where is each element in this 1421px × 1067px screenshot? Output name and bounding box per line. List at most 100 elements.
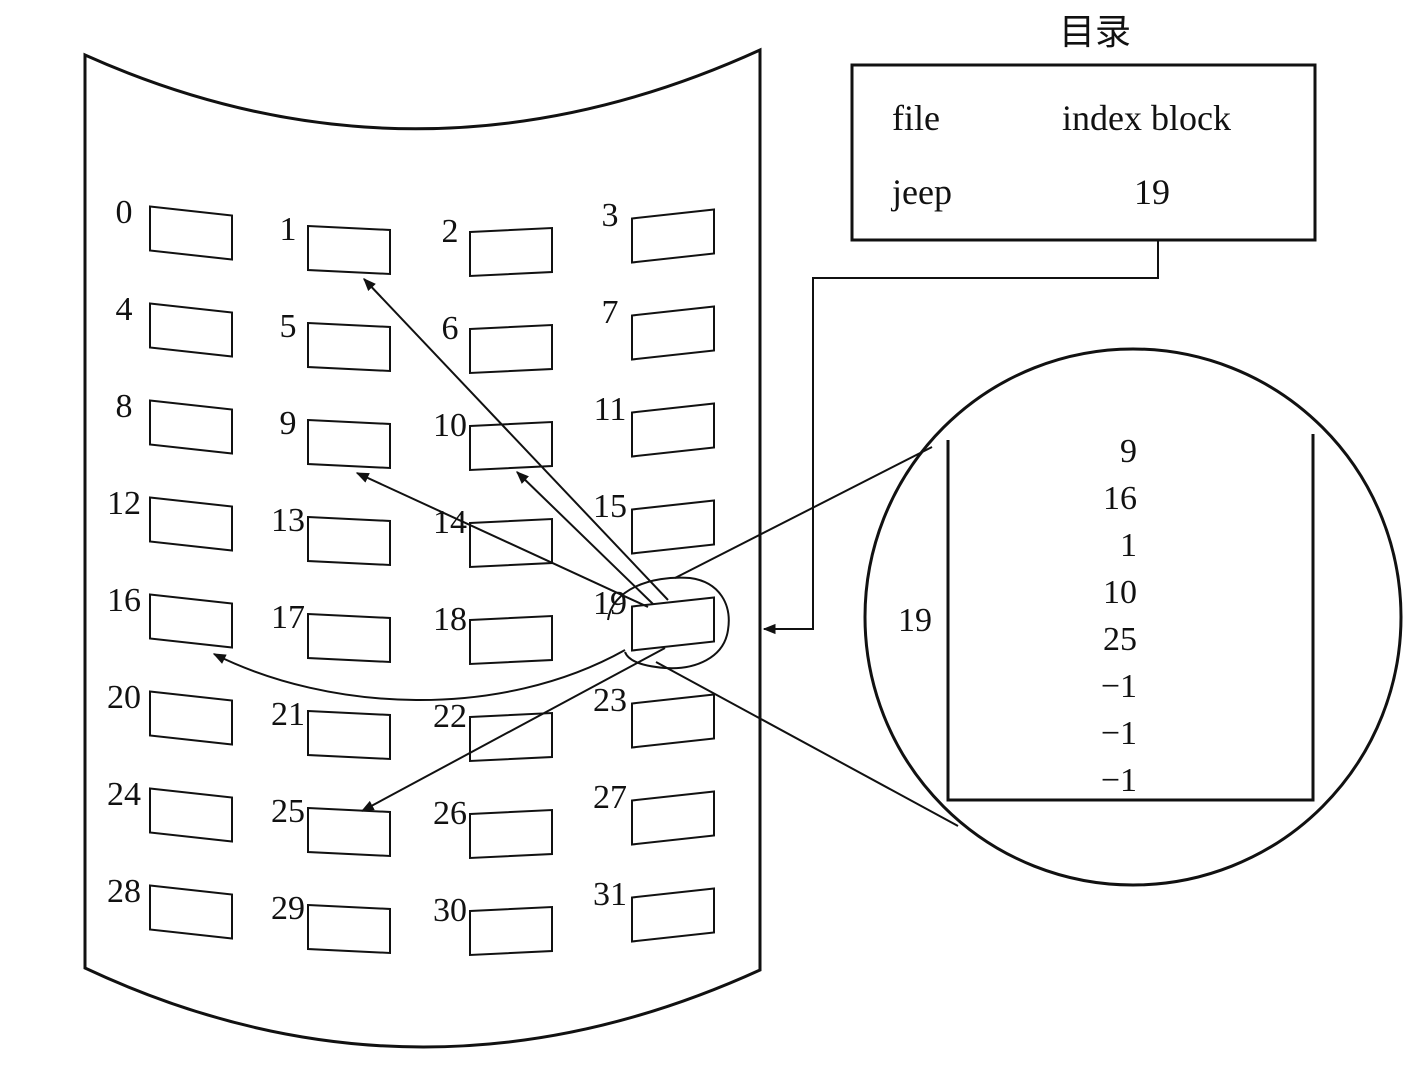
disk-block-rect (469, 226, 553, 278)
disk-block-number: 29 (271, 890, 305, 927)
disk-block-6: 6 (442, 310, 553, 375)
disk-block-number: 8 (116, 388, 133, 425)
disk-block-18: 18 (433, 601, 553, 666)
disk-block-number: 17 (271, 599, 305, 636)
disk-block-rect (307, 515, 391, 567)
disk-block-16: 16 (107, 582, 233, 649)
disk-block-5: 5 (280, 308, 391, 373)
directory-row-file-name: jeep (890, 172, 952, 212)
disk-block-rect (631, 693, 715, 749)
disk-block-20: 20 (107, 679, 233, 746)
disk-block-3: 3 (602, 197, 715, 264)
disk-block-rect (631, 402, 715, 458)
index-block-container (946, 434, 1315, 802)
disk-block-rect (631, 596, 715, 652)
disk-block-rect (149, 787, 233, 843)
disk-block-number: 20 (107, 679, 141, 716)
disk-block-number: 18 (433, 601, 467, 638)
disk-block-rect (469, 420, 553, 472)
disk-block-number: 28 (107, 873, 141, 910)
index-block-zoom-circle (863, 347, 1403, 887)
pointer-arrow-to-block-25 (360, 647, 666, 812)
disk-block-number: 6 (442, 310, 459, 347)
disk-block-number: 7 (602, 294, 619, 331)
disk-block-rect (631, 887, 715, 943)
disk-block-1: 1 (280, 211, 391, 276)
disk-block-number: 16 (107, 582, 141, 619)
disk-block-rect (631, 208, 715, 264)
disk-block-30: 30 (433, 892, 553, 957)
directory-header-file: file (892, 98, 940, 138)
disk-block-4: 4 (116, 291, 233, 358)
disk-block-number: 12 (107, 485, 141, 522)
disk-block-rect (149, 884, 233, 940)
disk-block-rect (307, 709, 391, 761)
disk-block-21: 21 (271, 696, 391, 761)
index-entry-4: 25 (1103, 621, 1137, 658)
disk-block-number: 11 (594, 391, 627, 428)
disk-block-number: 2 (442, 213, 459, 250)
disk-block-rect (149, 690, 233, 746)
disk-block-number: 13 (271, 502, 305, 539)
disk-block-number: 5 (280, 308, 297, 345)
disk-block-number: 23 (593, 682, 627, 719)
disk-block-rect (307, 321, 391, 373)
disk-block-rect (469, 323, 553, 375)
disk-block-19: 19 (593, 585, 715, 652)
disk-block-number: 21 (271, 696, 305, 733)
disk-block-number: 3 (602, 197, 619, 234)
pointer-arrow-to-block-16 (212, 649, 626, 701)
disk-block-23: 23 (593, 682, 715, 749)
disk-block-0: 0 (116, 194, 233, 261)
disk-block-25: 25 (271, 793, 391, 858)
disk-block-rect (307, 612, 391, 664)
index-entry-0: 9 (1120, 433, 1137, 470)
disk-block-rect (307, 418, 391, 470)
disk-block-12: 12 (107, 485, 233, 552)
index-entry-2: 1 (1120, 527, 1137, 564)
disk-block-number: 1 (280, 211, 297, 248)
directory-row-index-block: 19 (1134, 172, 1170, 212)
disk-block-number: 15 (593, 488, 627, 525)
disk-block-number: 19 (593, 585, 627, 622)
zoom-line-bottom (655, 661, 959, 827)
disk-block-number: 10 (433, 407, 467, 444)
disk-block-rect (149, 302, 233, 358)
disk-block-28: 28 (107, 873, 233, 940)
disk-block-rect (469, 711, 553, 763)
disk-block-rect (469, 905, 553, 957)
disk-block-13: 13 (271, 502, 391, 567)
disk-block-22: 22 (433, 698, 553, 763)
disk-block-rect (631, 790, 715, 846)
directory-to-index-connector (762, 240, 1159, 635)
directory-box (850, 63, 1317, 242)
disk-block-11: 11 (594, 391, 715, 458)
disk-block-rect (469, 808, 553, 860)
index-block-label: 19 (898, 602, 932, 639)
directory-title: 目录 (1059, 12, 1131, 52)
disk-block-rect (307, 806, 391, 858)
disk-block-number: 4 (116, 291, 133, 328)
disk-block-rect (149, 399, 233, 455)
disk-block-24: 24 (107, 776, 233, 843)
disk-block-rect (631, 305, 715, 361)
disk-block-10: 10 (433, 407, 553, 472)
disk-block-number: 31 (593, 876, 627, 913)
index-entry-1: 16 (1103, 480, 1137, 517)
disk-block-number: 26 (433, 795, 467, 832)
disk-block-number: 22 (433, 698, 467, 735)
index-entry-6: −1 (1101, 715, 1137, 752)
disk-block-7: 7 (602, 294, 715, 361)
disk-block-2: 2 (442, 213, 553, 278)
index-entry-3: 10 (1103, 574, 1137, 611)
disk-block-rect (307, 224, 391, 276)
index-entry-7: −1 (1101, 762, 1137, 799)
disk-block-number: 9 (280, 405, 297, 442)
disk-block-rect (631, 499, 715, 555)
disk-block-rect (307, 903, 391, 955)
block-19-highlight-loop (607, 576, 730, 670)
disk-block-15: 15 (593, 488, 715, 555)
pointer-arrow-to-block-10 (516, 471, 654, 605)
disk-block-number: 0 (116, 194, 133, 231)
